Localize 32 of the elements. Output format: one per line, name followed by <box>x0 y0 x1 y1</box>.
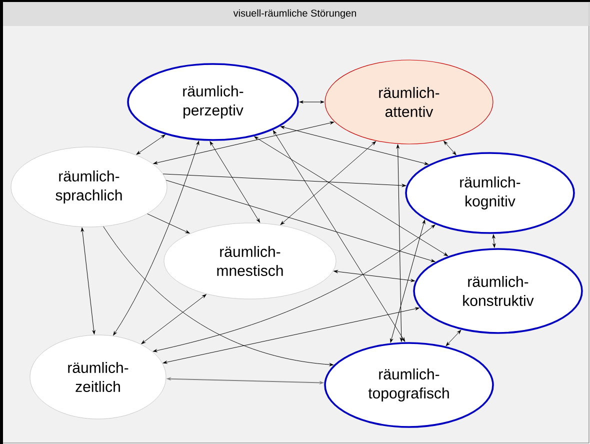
arrow <box>162 174 406 187</box>
arrow <box>141 294 206 344</box>
ellipse-node: räumlich- mnestisch <box>164 222 336 300</box>
arrow <box>492 234 496 248</box>
arrow <box>162 307 420 364</box>
arrow <box>103 226 334 366</box>
arrow <box>153 121 334 164</box>
ellipse-node: räumlich- kognitiv <box>405 152 575 234</box>
arrow <box>147 214 190 234</box>
ellipse-node: räumlich- sprachlich <box>10 146 168 228</box>
arrow <box>280 126 429 165</box>
ellipse-node: räumlich- attentiv <box>324 60 494 144</box>
arrow <box>396 144 403 342</box>
ellipse-node: räumlich- konstruktiv <box>413 248 583 334</box>
ellipse-node: räumlich- perzeptiv <box>127 63 299 141</box>
arrow <box>80 228 96 334</box>
ellipse-node: räumlich- zeitlich <box>30 334 166 420</box>
arrow <box>136 134 166 155</box>
arrow <box>210 141 260 223</box>
arrow <box>113 140 200 336</box>
arrow <box>446 330 462 346</box>
arrow <box>166 180 436 262</box>
ellipse-node: räumlich- topografisch <box>324 342 494 428</box>
arrow <box>444 140 456 156</box>
arrow <box>254 136 448 256</box>
arrow <box>390 220 426 343</box>
arrow <box>273 130 406 342</box>
arrow <box>299 100 324 104</box>
arrow <box>153 224 436 352</box>
title-bar: visuell-räumliche Störungen <box>3 2 589 26</box>
arrow <box>334 270 415 282</box>
arrow <box>280 141 376 225</box>
